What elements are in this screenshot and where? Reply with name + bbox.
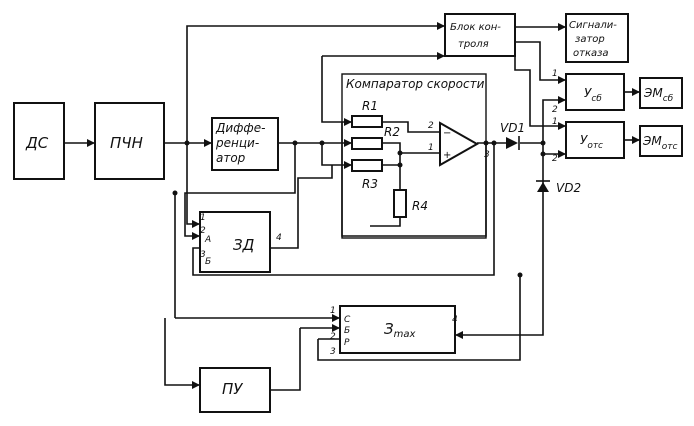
vd2-label: VD2: [556, 181, 581, 195]
pchn-block: [94, 102, 165, 180]
usb-in-2: 2: [552, 105, 558, 115]
diode-vd2-triangle: [537, 182, 549, 192]
zd-in-3: 3: [200, 250, 206, 260]
pchn-label: ПЧН: [110, 134, 143, 152]
resistor-r1: [351, 115, 383, 128]
op-amp: [439, 121, 480, 167]
uots-label: Уотс: [580, 133, 603, 151]
signalizer-label-2: затор: [575, 34, 605, 45]
zd-out-4: 4: [276, 233, 282, 243]
opamp-minus: −: [443, 128, 451, 139]
uots-in-1: 1: [552, 117, 558, 127]
zmax-in-2: 2: [330, 332, 336, 342]
differentiator-label-1: Диффе-: [215, 121, 265, 135]
opamp-plus: +: [443, 150, 451, 161]
zd-pin-a: А: [204, 235, 211, 245]
r4-label: R4: [412, 199, 428, 213]
zmax-pin-p: Р: [344, 338, 350, 348]
zd-label: ЗД: [233, 236, 255, 254]
opamp-pin-2: 2: [428, 121, 434, 131]
diode-vd1-triangle: [506, 137, 518, 149]
usb-label: Усб: [584, 86, 602, 104]
zmax-in-3: 3: [330, 347, 336, 357]
arrowheads: [87, 22, 640, 389]
usb-amplifier-block: [565, 73, 625, 111]
control-label-1: Блок кон-: [450, 22, 501, 33]
ds-block: [13, 102, 65, 180]
control-label-2: троля: [458, 39, 489, 50]
opamp-pin-1: 1: [428, 143, 434, 153]
zmax-label: Зmax: [384, 320, 415, 340]
wires: [64, 25, 640, 391]
control-block: [444, 13, 516, 57]
pu-label: ПУ: [222, 380, 243, 398]
differentiator-label-2: ренци-: [215, 136, 259, 150]
zmax-pin-c: С: [344, 315, 351, 325]
resistor-r2: [351, 137, 383, 150]
uots-amplifier-block: [565, 121, 625, 159]
failure-signalizer-block: [565, 13, 629, 63]
r3-label: R3: [362, 177, 378, 191]
pu-block: [199, 367, 271, 413]
signalizer-label-1: Сигнали-: [569, 20, 617, 31]
zd-block: [199, 211, 271, 273]
emots-label: ЭМотс: [642, 134, 677, 152]
opamp-pin-3: 3: [484, 150, 490, 160]
ds-label: ДС: [25, 134, 49, 152]
vd1-label: VD1: [500, 121, 525, 135]
emsb-label: ЭМсб: [643, 86, 674, 104]
resistor-r4: [393, 189, 407, 218]
differentiator-block: [211, 117, 279, 171]
zmax-out-4: 4: [452, 315, 458, 325]
speed-comparator-frame: [341, 73, 487, 239]
zd-pin-b: Б: [205, 257, 211, 267]
junction-dots: [172, 140, 546, 278]
zd-in-1: 1: [200, 213, 206, 223]
r2-label: R2: [384, 125, 400, 139]
differentiator-label-3: атор: [216, 151, 246, 165]
zmax-in-1: 1: [330, 306, 336, 316]
emsb-block: [639, 77, 683, 109]
comparator-title: Компаратор скорости: [346, 77, 485, 91]
r1-label: R1: [362, 99, 378, 113]
zd-in-2: 2: [200, 226, 206, 236]
zmax-pin-b: Б: [344, 326, 350, 336]
resistor-r3: [351, 159, 383, 172]
uots-in-2: 2: [552, 154, 558, 164]
signalizer-label-3: отказа: [573, 48, 609, 59]
emots-block: [639, 125, 683, 157]
usb-in-1: 1: [552, 69, 558, 79]
zmax-block: [339, 305, 456, 354]
